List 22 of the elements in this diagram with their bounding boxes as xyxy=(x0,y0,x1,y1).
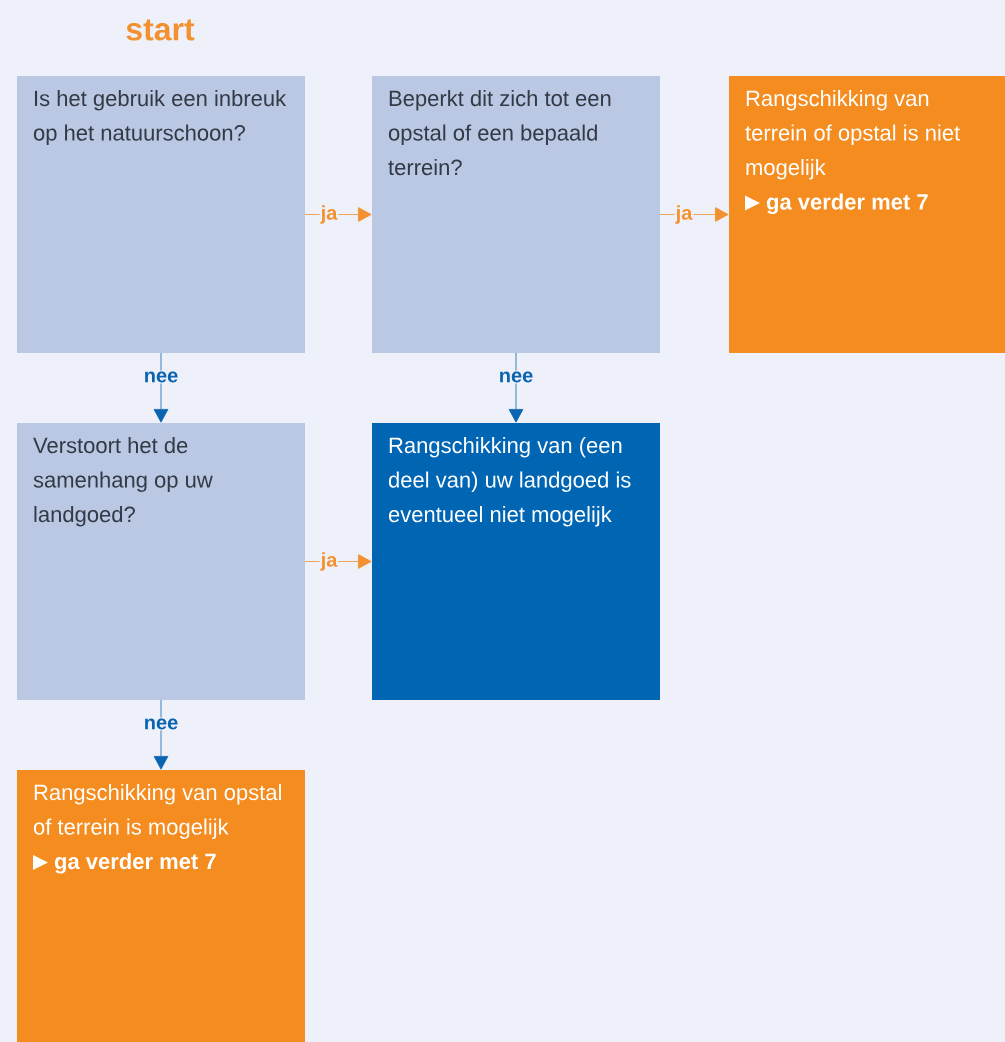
arrow xyxy=(153,699,169,770)
question-box xyxy=(17,76,305,353)
box-text: Is het gebruik een inbreuk op het natuurschoon? xyxy=(33,90,287,145)
edge-label: ja xyxy=(319,204,339,225)
arrow xyxy=(304,554,372,569)
box-text: Rangschikking van (een deel van) uw landgoed is eventueel niet mogelijk xyxy=(388,437,631,527)
arrow xyxy=(153,352,169,423)
arrow xyxy=(659,207,729,222)
arrow xyxy=(304,207,372,222)
box-text: Beperkt dit zich tot een opstal of een bepaald terrein? xyxy=(388,90,611,176)
arrow xyxy=(508,352,524,423)
result-box xyxy=(17,770,305,1042)
result-box xyxy=(729,76,1005,353)
edge-label: ja xyxy=(319,551,339,572)
question-box xyxy=(17,423,305,700)
box-text: Verstoort het de samenhang op uw landgoed? xyxy=(33,437,213,527)
edge-label: ja xyxy=(674,204,694,225)
result-box xyxy=(372,423,660,700)
next-step-text: ga verder met 7 xyxy=(766,193,928,215)
next-step-text: ga verder met 7 xyxy=(54,853,216,874)
question-box xyxy=(372,76,660,353)
title: start xyxy=(126,19,195,41)
